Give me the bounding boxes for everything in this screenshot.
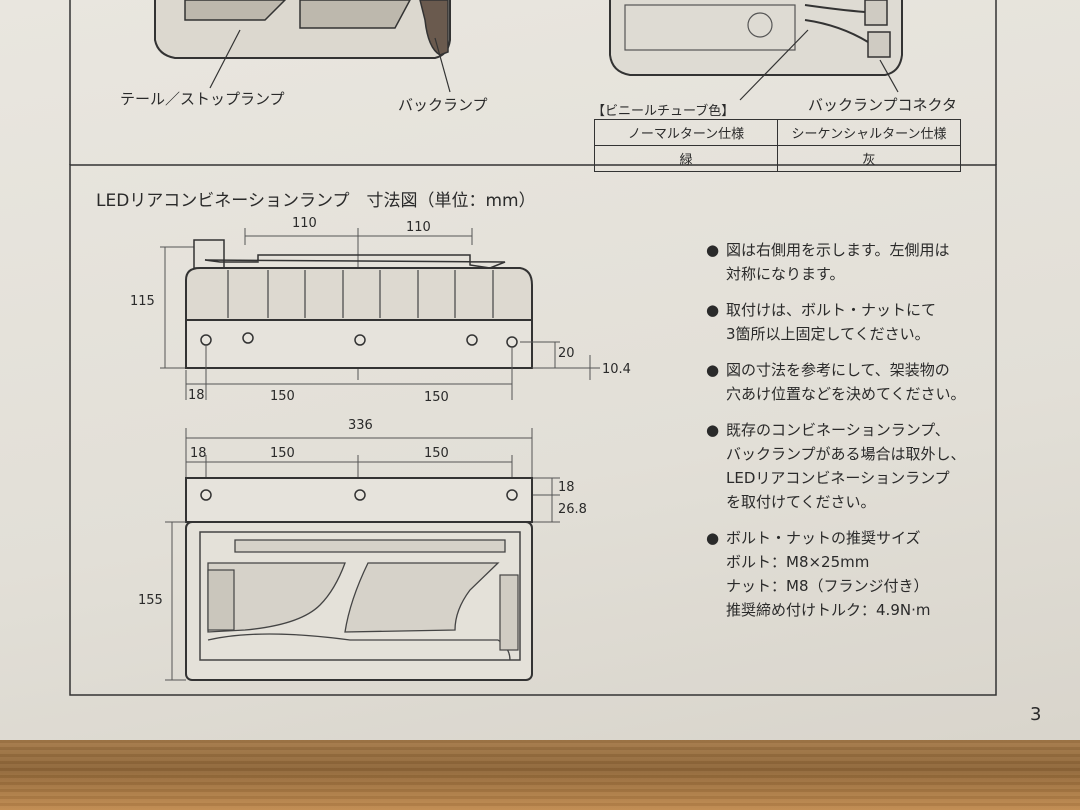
label-back-lamp-connector: バックランプコネクタ [808, 96, 957, 114]
note-line: 対称になります。 [726, 265, 845, 283]
note-line: を取付けてください。 [726, 493, 876, 511]
bullet-icon: ● [706, 241, 720, 259]
dim-bottom-150-right: 150 [424, 390, 449, 405]
dim-height: 115 [130, 294, 155, 309]
note-line: 図の寸法を参考にして、架装物の [726, 361, 950, 379]
note-line: 3箇所以上固定してください。 [726, 325, 930, 343]
note-item: ● 既存のコンビネーションランプ、 バックランプがある場合は取外し、 LEDリア… [706, 418, 1006, 514]
tube-header-normal: ノーマルターン仕様 [594, 119, 778, 146]
dim-side-20: 20 [558, 346, 575, 361]
label-back-lamp: バックランプ [398, 96, 488, 114]
notes-list: ● 図は右側用を示します。左側用は 対称になります。 ● 取付けは、ボルト・ナッ… [706, 238, 1006, 634]
note-line: ナット：M8（フランジ付き） [726, 577, 929, 595]
dim-top-right: 110 [406, 220, 431, 235]
note-item: ● 図の寸法を参考にして、架装物の 穴あけ位置などを決めてください。 [706, 358, 1006, 406]
tube-color-title: 【ビニールチューブ色】 [592, 104, 735, 119]
dim-top-left: 110 [292, 216, 317, 231]
dim-plate-150-right: 150 [424, 446, 449, 461]
dim-front-height: 155 [138, 593, 163, 608]
note-item: ● ボルト・ナットの推奨サイズ ボルト：M8×25mm ナット：M8（フランジ付… [706, 526, 1006, 622]
dim-total-width: 336 [348, 418, 373, 433]
note-line: ボルト：M8×25mm [726, 553, 870, 571]
top-lamp-illustration [69, 0, 997, 165]
note-line: バックランプがある場合は取外し、 [726, 445, 966, 463]
dim-plate-18: 18 [190, 446, 207, 461]
bullet-icon: ● [706, 421, 720, 439]
bullet-icon: ● [706, 361, 720, 379]
note-line: 穴あけ位置などを決めてください。 [726, 385, 966, 403]
wooden-table-background [0, 740, 1080, 810]
note-line: 取付けは、ボルト・ナットにて [726, 301, 937, 319]
dim-plate-side-18: 18 [558, 480, 575, 495]
dimension-section-frame [69, 164, 997, 696]
page-number: 3 [1030, 704, 1042, 725]
note-item: ● 図は右側用を示します。左側用は 対称になります。 [706, 238, 1006, 286]
note-line: ボルト・ナットの推奨サイズ [726, 529, 921, 547]
tube-value-normal: 緑 [594, 145, 778, 172]
tube-value-sequential: 灰 [777, 145, 961, 172]
section-title: LEDリアコンビネーションランプ 寸法図（単位：mm） [96, 191, 536, 211]
dim-plate-150-left: 150 [270, 446, 295, 461]
dim-side-10-4: 10.4 [602, 362, 631, 377]
note-line: 推奨締め付けトルク：4.9N·m [726, 601, 931, 619]
note-line: 既存のコンビネーションランプ、 [726, 421, 950, 439]
bullet-icon: ● [706, 301, 720, 319]
tube-header-sequential: シーケンシャルターン仕様 [777, 119, 961, 146]
dim-plate-side-26-8: 26.8 [558, 502, 587, 517]
dim-bottom-150-left: 150 [270, 389, 295, 404]
note-line: LEDリアコンビネーションランプ [726, 469, 950, 487]
label-tail-stop-lamp: テール／ストップランプ [120, 90, 285, 108]
tube-color-table: ノーマルターン仕様 シーケンシャルターン仕様 緑 灰 [594, 119, 961, 172]
note-line: 図は右側用を示します。左側用は [726, 241, 950, 259]
manual-page: テール／ストップランプ バックランプ バックランプコネクタ 【ビニールチューブ色… [0, 0, 1080, 765]
dim-bottom-18: 18 [188, 388, 205, 403]
note-item: ● 取付けは、ボルト・ナットにて 3箇所以上固定してください。 [706, 298, 1006, 346]
bullet-icon: ● [706, 529, 720, 547]
dimension-drawing [160, 228, 600, 681]
